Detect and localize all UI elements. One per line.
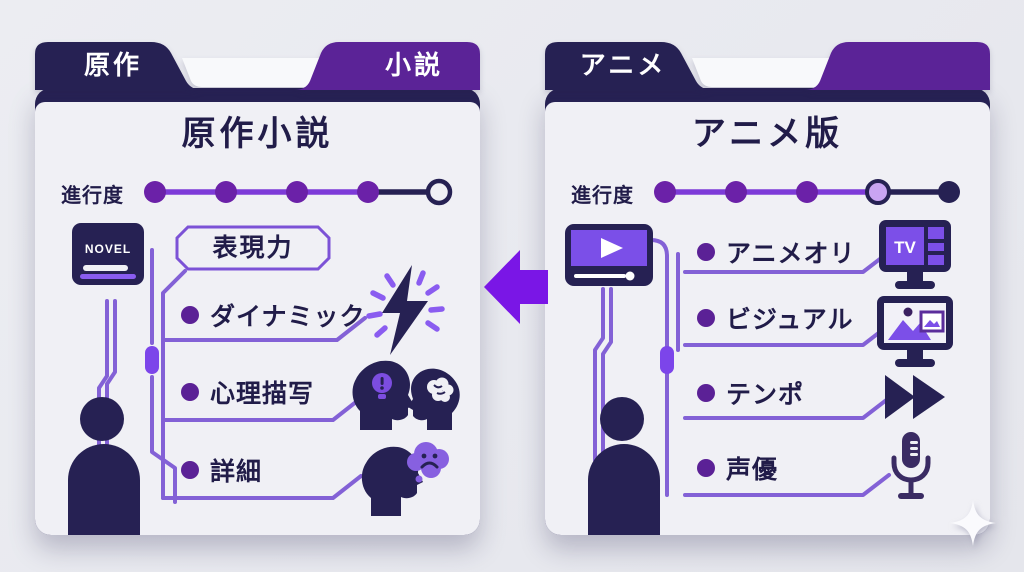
list-item: テンポ (697, 376, 804, 410)
item-label-psychology: 心理描写 (210, 380, 315, 408)
list-item: 声優 (697, 451, 778, 485)
list-item: ビジュアル (697, 301, 854, 335)
progress-track-anime (654, 179, 960, 205)
two-heads-icon (352, 360, 460, 430)
head-thought-cloud-icon (361, 442, 449, 516)
item-label-tempo: テンポ (726, 381, 805, 409)
progress-dot (725, 181, 747, 203)
panel-novel: 原作 小説 原作小説 進行度 NOVEL 表現力 ダイナミック (35, 40, 480, 535)
person-body (68, 444, 140, 535)
trace-capsule (660, 346, 674, 374)
tv-icon: TV (879, 220, 951, 289)
microphone-icon (891, 432, 931, 499)
progress-dot (286, 181, 308, 203)
progress-dot (865, 179, 891, 205)
person-silhouette (65, 392, 145, 535)
progress-dot (654, 181, 676, 203)
tab-right-shape (804, 42, 990, 90)
novel-folder-tabs (35, 42, 480, 90)
list-item: ダイナミック (181, 298, 366, 332)
tv-screen-text: TV (894, 238, 916, 257)
list-item: アニメオリ (697, 235, 856, 269)
person-silhouette (585, 392, 665, 535)
panel-title-novel: 原作小説 (181, 115, 334, 153)
person-head (600, 397, 644, 441)
bullet-icon (697, 384, 715, 402)
person-head (80, 397, 124, 441)
progress-dot (425, 178, 453, 206)
tab-notch (692, 58, 858, 87)
sparkle-icon (950, 500, 996, 546)
progress-dot (215, 181, 237, 203)
tab-shousetsu: 小説 (384, 50, 443, 80)
progress-dot (796, 181, 818, 203)
tab-left-shape (545, 42, 713, 90)
list-item: 心理描写 (181, 375, 314, 409)
left-arrow-icon (484, 250, 548, 324)
panel-title-anime: アニメ版 (691, 115, 844, 153)
tab-gensaku: 原作 (83, 50, 142, 80)
video-player-icon (565, 224, 653, 286)
tab-left-shape (35, 42, 203, 90)
feature-box-border (175, 225, 331, 271)
book-novel-icon: NOVEL (72, 223, 144, 285)
bullet-icon (697, 459, 715, 477)
progress-label: 進行度 (571, 185, 634, 207)
feature-box-label: 表現力 (212, 234, 294, 262)
item-label-anime-original: アニメオリ (726, 240, 856, 268)
item-label-voice-actor: 声優 (726, 456, 779, 484)
bullet-icon (181, 306, 199, 324)
bullet-icon (697, 243, 715, 261)
anime-folder-tabs (545, 42, 990, 90)
bullet-icon (181, 461, 199, 479)
progress-label: 進行度 (61, 185, 124, 207)
tab-right-shape (294, 42, 480, 90)
bullet-icon (697, 309, 715, 327)
tab-notch (182, 58, 348, 87)
tab-anime: アニメ (579, 50, 667, 80)
progress-dot (938, 181, 960, 203)
item-label-detail: 詳細 (210, 458, 263, 486)
item-label-visual: ビジュアル (726, 306, 854, 334)
monitor-images-icon (877, 296, 953, 367)
progress-dot (144, 181, 166, 203)
fast-forward-icon (885, 375, 945, 419)
bullet-icon (181, 383, 199, 401)
panel-anime: アニメ アニメ版 進行度 アニメオリ ビジュアル テ (545, 40, 990, 535)
progress-track-novel (144, 178, 453, 206)
person-body (588, 444, 660, 535)
feature-box: 表現力 (175, 225, 331, 271)
progress-dot (357, 181, 379, 203)
list-item: 詳細 (181, 453, 262, 487)
item-label-dynamic: ダイナミック (210, 303, 366, 331)
lightning-icon (366, 265, 445, 355)
book-cover-text: NOVEL (85, 242, 131, 256)
trace-capsule (145, 346, 159, 374)
